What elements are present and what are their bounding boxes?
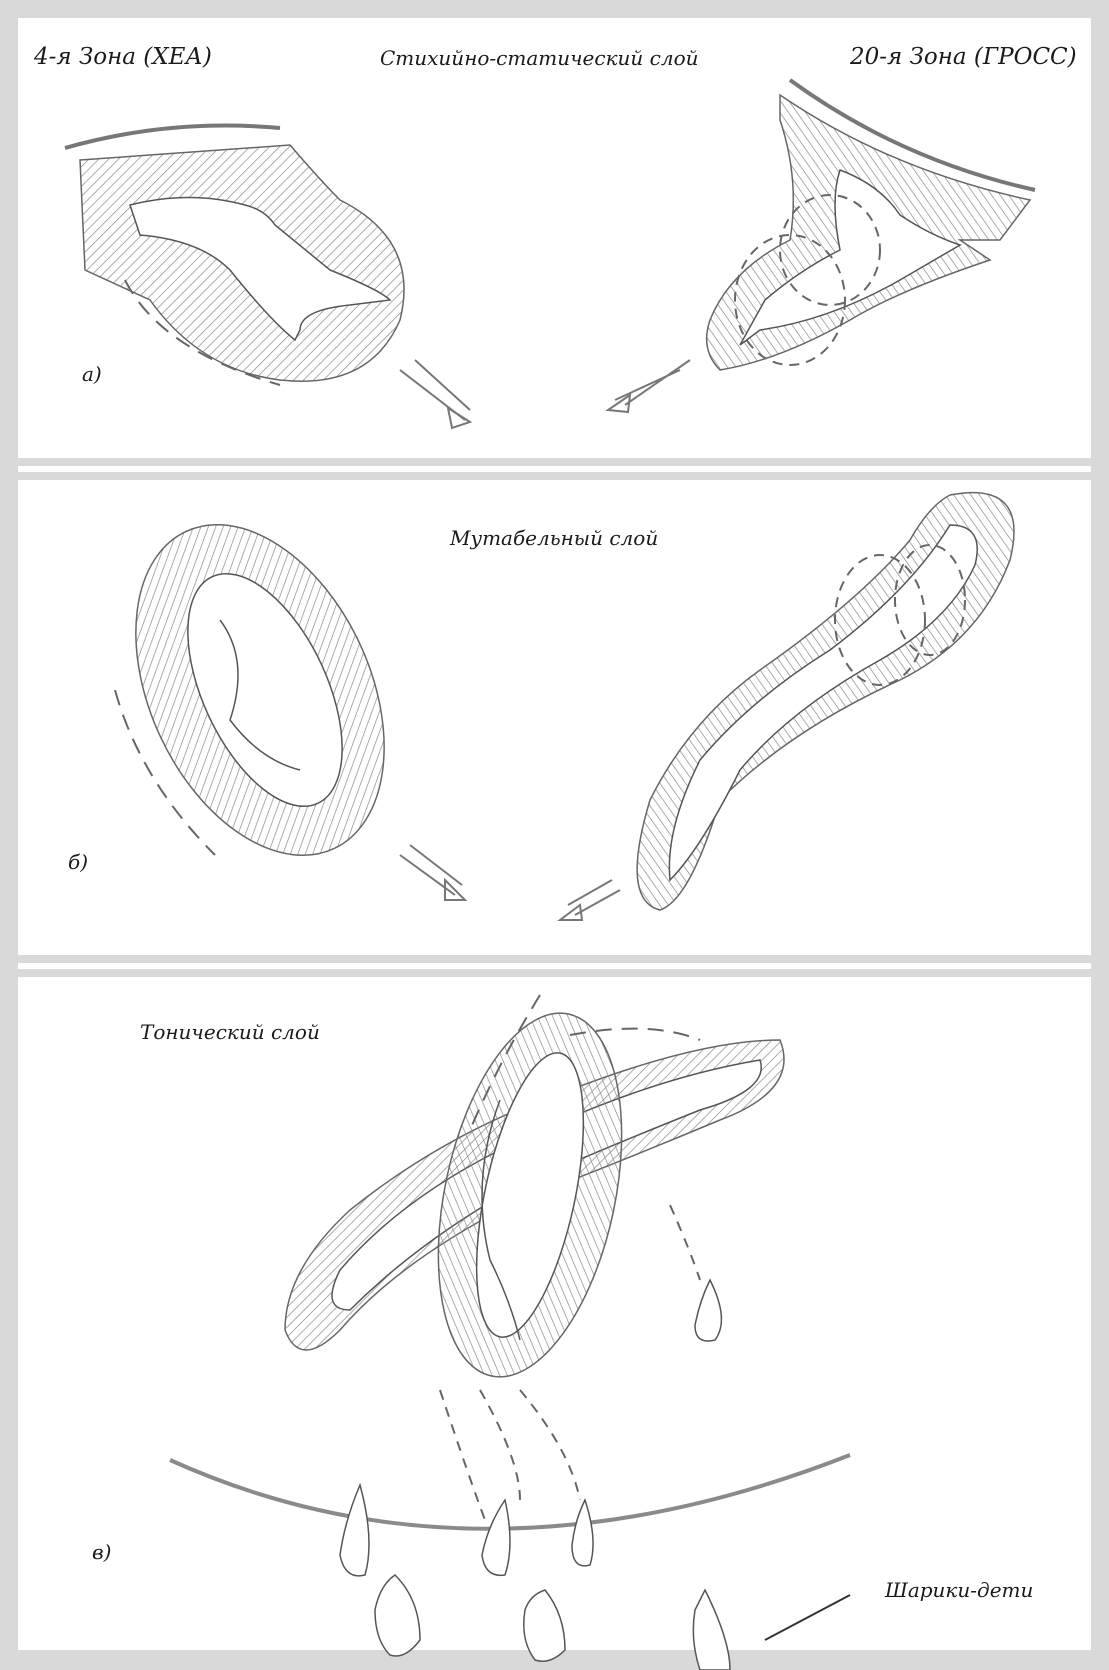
panel-a-right-figure xyxy=(608,80,1035,412)
panel-c-marker: в) xyxy=(92,1540,111,1564)
panel-b-marker: б) xyxy=(68,850,88,874)
panel-a-marker: а) xyxy=(82,362,102,386)
panel-b-left-figure xyxy=(86,485,465,900)
callout-label: Шарики-дети xyxy=(885,1578,1033,1602)
panel-a-left-figure xyxy=(65,126,470,429)
panel-b-title: Мутабельный слой xyxy=(450,526,658,550)
panel-c-title: Тонический слой xyxy=(140,1020,320,1044)
panel-c-figure xyxy=(285,995,784,1520)
zone-left-label: 4-я Зона (ХЕА) xyxy=(34,44,212,70)
ground-arc xyxy=(170,1455,850,1529)
panel-b-right-figure xyxy=(560,493,1014,920)
zone-right-label: 20-я Зона (ГРОСС) xyxy=(850,44,1077,70)
panel-a-title: Стихийно-статический слой xyxy=(380,46,699,70)
callout-leader xyxy=(765,1595,850,1640)
